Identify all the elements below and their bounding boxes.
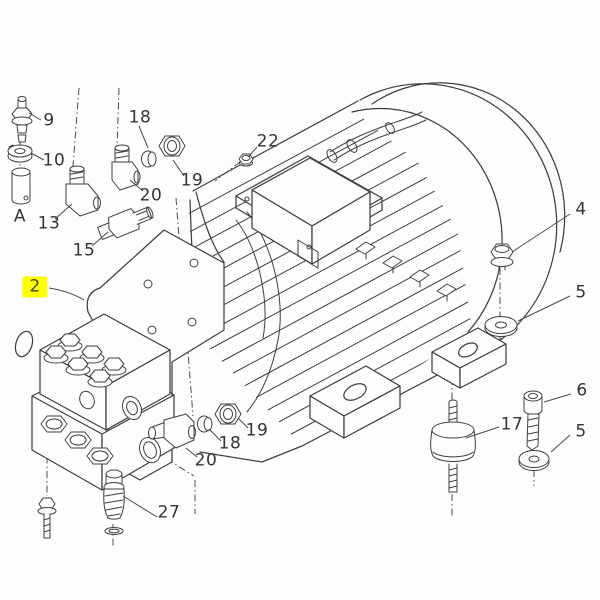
part-20-elbow-top <box>111 144 141 191</box>
conduit <box>326 111 427 163</box>
callout-27[interactable]: 27 <box>157 502 181 523</box>
callout-5-lower[interactable]: 5 <box>575 421 587 442</box>
callout-22[interactable]: 22 <box>256 131 280 152</box>
pump-assembly <box>14 313 175 491</box>
callout-4[interactable]: 4 <box>575 199 587 220</box>
callout-13[interactable]: 13 <box>37 213 61 234</box>
part-19-nut-top <box>158 135 186 157</box>
pump-top-bolts <box>43 333 127 388</box>
callout-19-top[interactable]: 19 <box>180 170 204 191</box>
callout-10[interactable]: 10 <box>42 150 66 171</box>
part-18-ferrule-top <box>141 150 157 168</box>
part-27-plug <box>103 469 125 535</box>
leader-lines <box>28 112 572 518</box>
part-19-nut-bottom <box>214 403 242 425</box>
motor-fan-cover <box>351 82 566 351</box>
callout-a[interactable]: A <box>13 206 27 227</box>
part-10-slotted-nut <box>7 144 33 163</box>
callout-15[interactable]: 15 <box>72 240 96 261</box>
callout-18-bottom[interactable]: 18 <box>218 433 242 454</box>
part-20-elbow-bottom <box>148 413 196 449</box>
callout-20-top[interactable]: 20 <box>139 185 163 206</box>
pump-side-plugs <box>40 415 114 465</box>
callout-19-bottom[interactable]: 19 <box>245 420 269 441</box>
part-4-hex-bolt <box>490 243 514 271</box>
part-15-fitting <box>96 206 154 240</box>
part-6-socket-screw <box>523 390 543 451</box>
part-5-washer-upper <box>484 316 518 337</box>
callout-5-upper[interactable]: 5 <box>575 282 587 303</box>
part-a-sleeve <box>11 167 31 205</box>
pump-ports <box>79 390 161 464</box>
drain-bolt <box>37 497 57 539</box>
part-18-ferrule-bottom <box>197 415 213 433</box>
part-17-mount <box>430 399 476 493</box>
callout-9[interactable]: 9 <box>43 110 55 131</box>
part-13-elbow <box>65 165 101 217</box>
part-22-nut <box>238 153 254 167</box>
callout-18-top[interactable]: 18 <box>128 107 152 128</box>
part-9-nozzle <box>11 96 33 143</box>
callout-20-bottom[interactable]: 20 <box>194 450 218 471</box>
motor-foot-front <box>309 365 401 439</box>
callout-17[interactable]: 17 <box>500 414 524 435</box>
callout-2-highlighted[interactable]: 2 <box>22 276 48 298</box>
terminal-box <box>235 155 383 269</box>
callout-6[interactable]: 6 <box>576 380 588 401</box>
motor-foot-rear <box>431 327 507 389</box>
part-5-washer-lower <box>518 450 550 471</box>
